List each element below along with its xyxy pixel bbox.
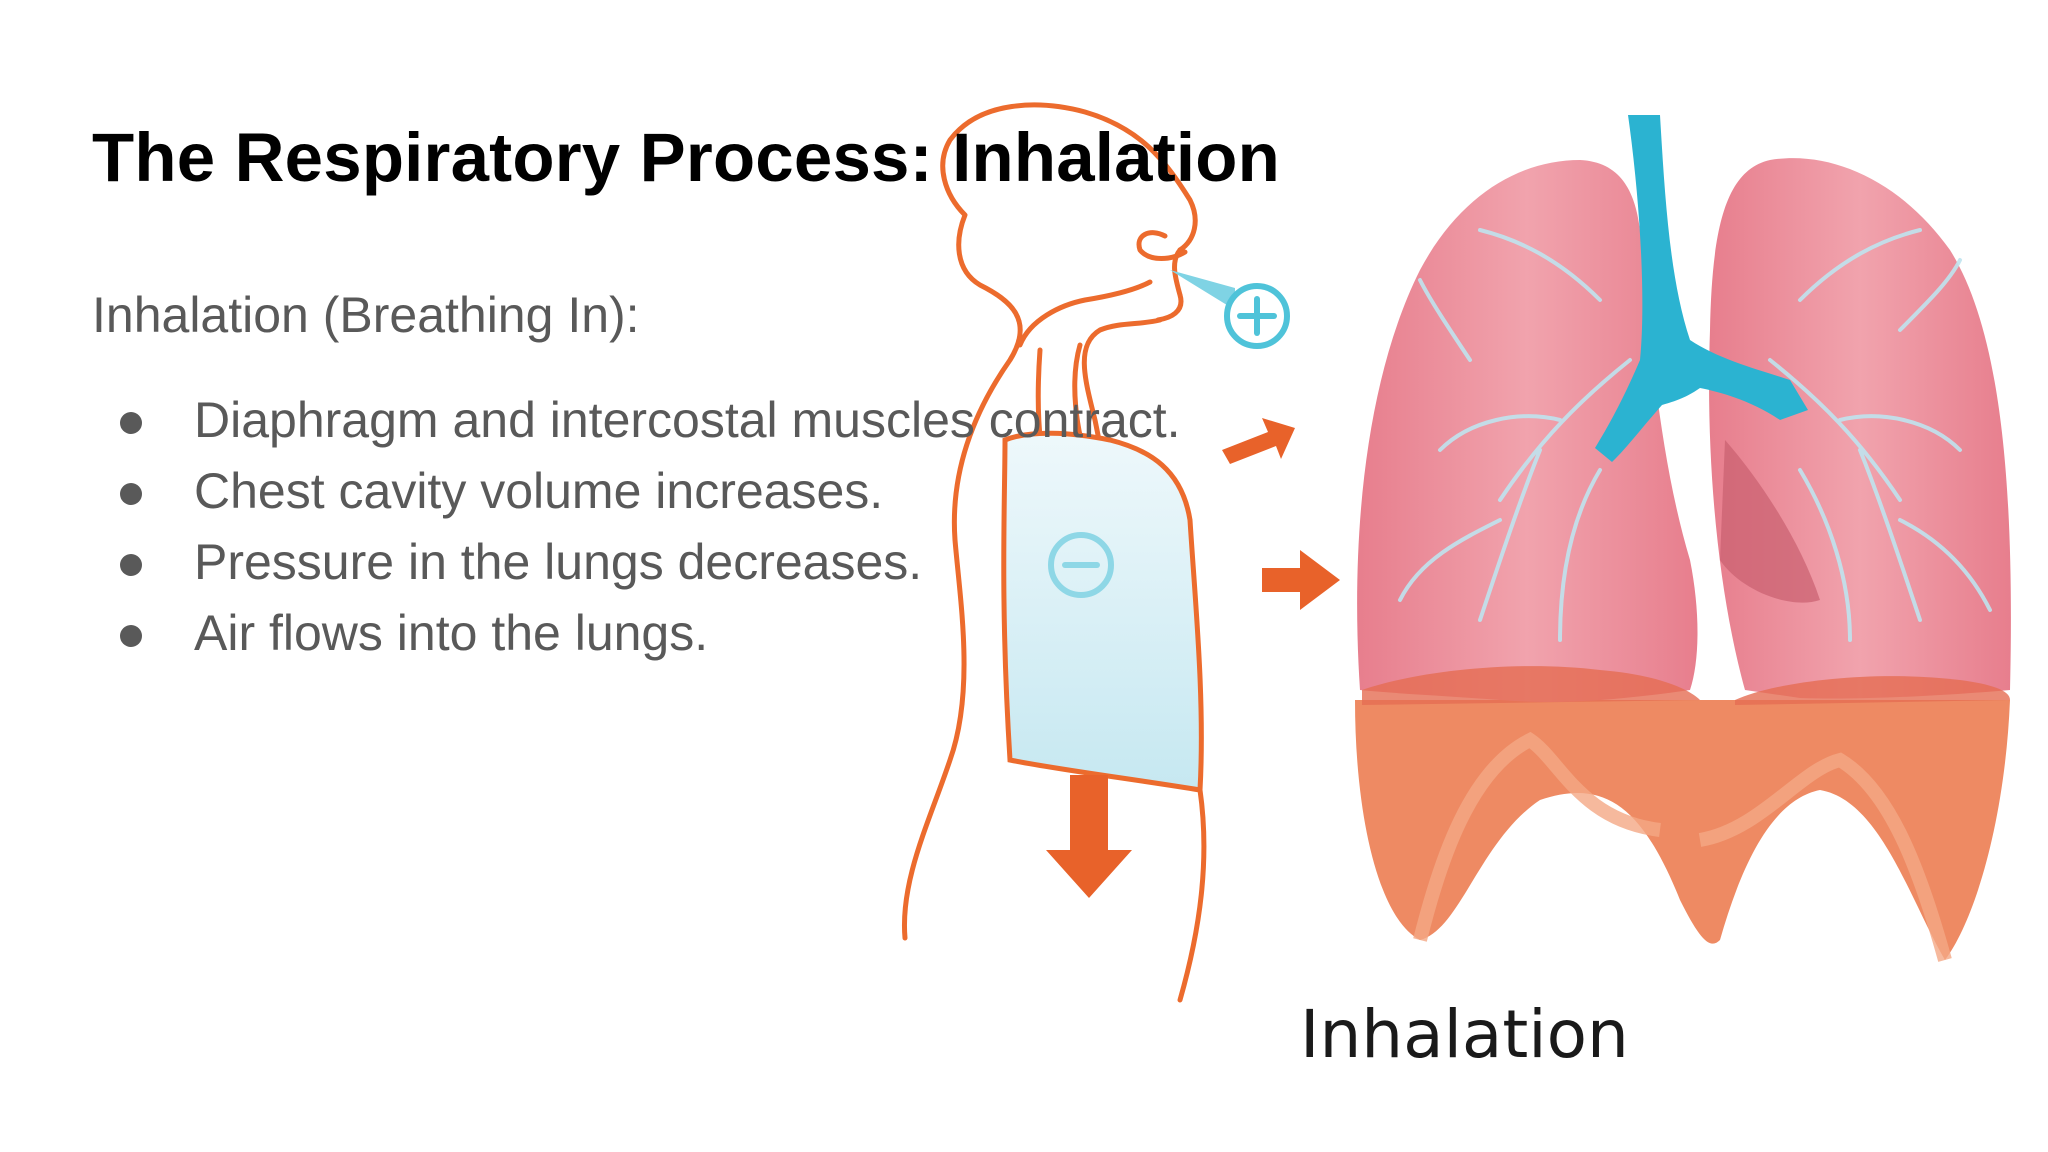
bullet-dot-icon [120,483,142,505]
trachea [1595,115,1808,462]
arrow-right-icon [1222,418,1295,464]
bullet-dot-icon [120,412,142,434]
plus-icon [1170,270,1290,349]
minus-icon [1048,532,1114,598]
bullet-text: Air flows into the lungs. [194,605,709,661]
bullet-dot-icon [120,554,142,576]
bullet-text: Pressure in the lungs decreases. [194,534,923,590]
bullet-text: Diaphragm and intercostal muscles contra… [194,392,1181,448]
slide-subtitle: Inhalation (Breathing In): [92,287,640,343]
illustration-caption: Inhalation [1300,996,1629,1073]
arrow-down-icon [1046,775,1132,898]
left-lung [1357,160,1698,702]
arrow-right-icon [1262,550,1340,610]
lungs [1355,115,2011,962]
chest-cavity [1001,430,1204,793]
slide-title: The Respiratory Process: Inhalation [92,119,1280,196]
right-lung [1709,158,2011,699]
bullet-dot-icon [120,625,142,647]
bullet-text: Chest cavity volume increases. [194,463,884,519]
